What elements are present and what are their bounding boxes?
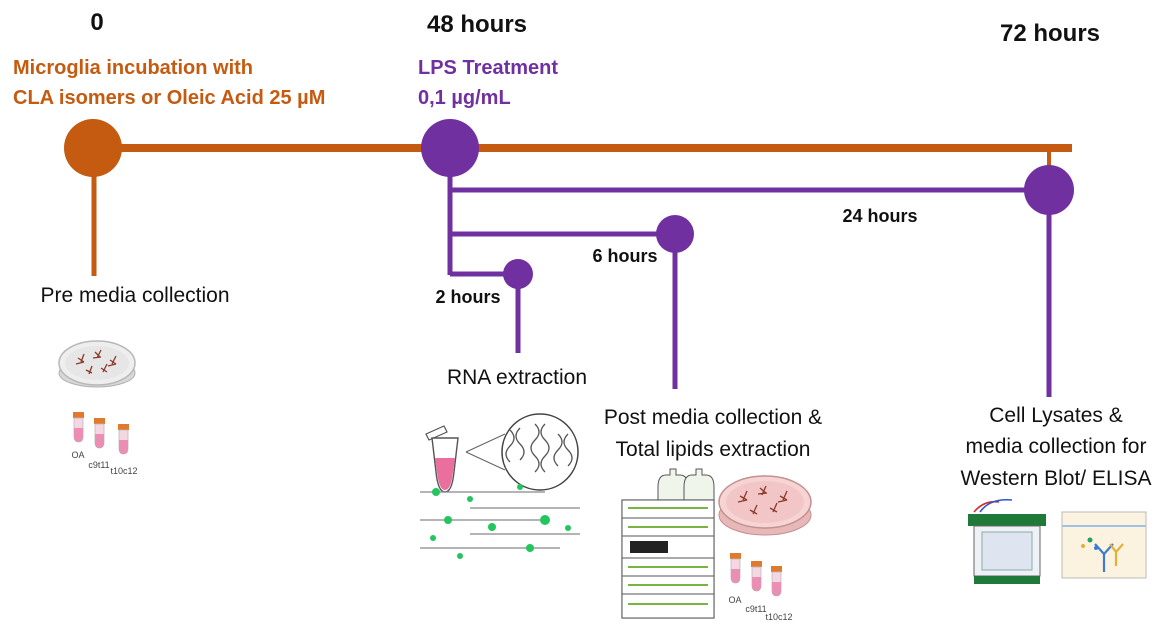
sample-tubes-icon-2: OA c9t11 t10c12	[728, 553, 793, 622]
node-24h	[1024, 165, 1074, 215]
node-6h	[656, 215, 694, 253]
microtube-icon	[425, 425, 459, 493]
timepoint-0-label: 0	[90, 9, 103, 36]
lysates-label-line1: Cell Lysates &	[989, 404, 1122, 427]
timepoint-48-label: 48 hours	[427, 11, 527, 38]
petri-dish-icon-2	[718, 475, 812, 536]
start-node	[64, 119, 122, 177]
tube-label-oa: OA	[71, 450, 84, 460]
main-timeline	[64, 119, 1072, 276]
lps-branches	[447, 148, 1052, 397]
tube-label-t10c12: t10c12	[110, 466, 137, 476]
tube-label-oa-2: OA	[728, 595, 741, 605]
duration-2h-label: 2 hours	[435, 287, 500, 307]
tube-label-t10c12-2: t10c12	[765, 612, 792, 622]
sequencing-reads-icon	[420, 484, 580, 559]
pre-media-label: Pre media collection	[40, 284, 229, 307]
tube-label-c9t11: c9t11	[88, 460, 109, 470]
incubation-label-line2: CLA isomers or Oleic Acid 25 µM	[13, 87, 325, 109]
post-media-label-line1: Post media collection &	[604, 406, 822, 429]
lps-node	[421, 119, 479, 177]
magnifier-line-top	[465, 433, 506, 453]
lps-label-line2: 0,1 µg/mL	[418, 87, 511, 109]
rna-helix-icon	[501, 413, 579, 491]
elisa-antibody-icon	[1061, 511, 1147, 579]
lps-label-line1: LPS Treatment	[418, 57, 558, 79]
lysates-label-line2: media collection for	[966, 435, 1147, 458]
node-2h	[503, 259, 533, 289]
duration-24h-label: 24 hours	[842, 206, 917, 226]
tube-label-c9t11-2: c9t11	[745, 604, 766, 614]
hplc-instrument-icon	[621, 468, 715, 619]
western-blot-tank-icon	[968, 498, 1046, 584]
sample-tubes-icon: OA c9t11 t10c12	[71, 412, 138, 476]
lysates-label-line3: Western Blot/ ELISA	[960, 467, 1151, 490]
post-media-label-line2: Total lipids extraction	[616, 438, 811, 461]
duration-6h-label: 6 hours	[592, 246, 657, 266]
incubation-label-line1: Microglia incubation with	[13, 57, 253, 79]
rna-extraction-label: RNA extraction	[447, 366, 587, 389]
magnifier-line-bottom	[465, 451, 506, 471]
petri-dish-icon	[58, 340, 136, 388]
timepoint-72-label: 72 hours	[1000, 20, 1100, 47]
